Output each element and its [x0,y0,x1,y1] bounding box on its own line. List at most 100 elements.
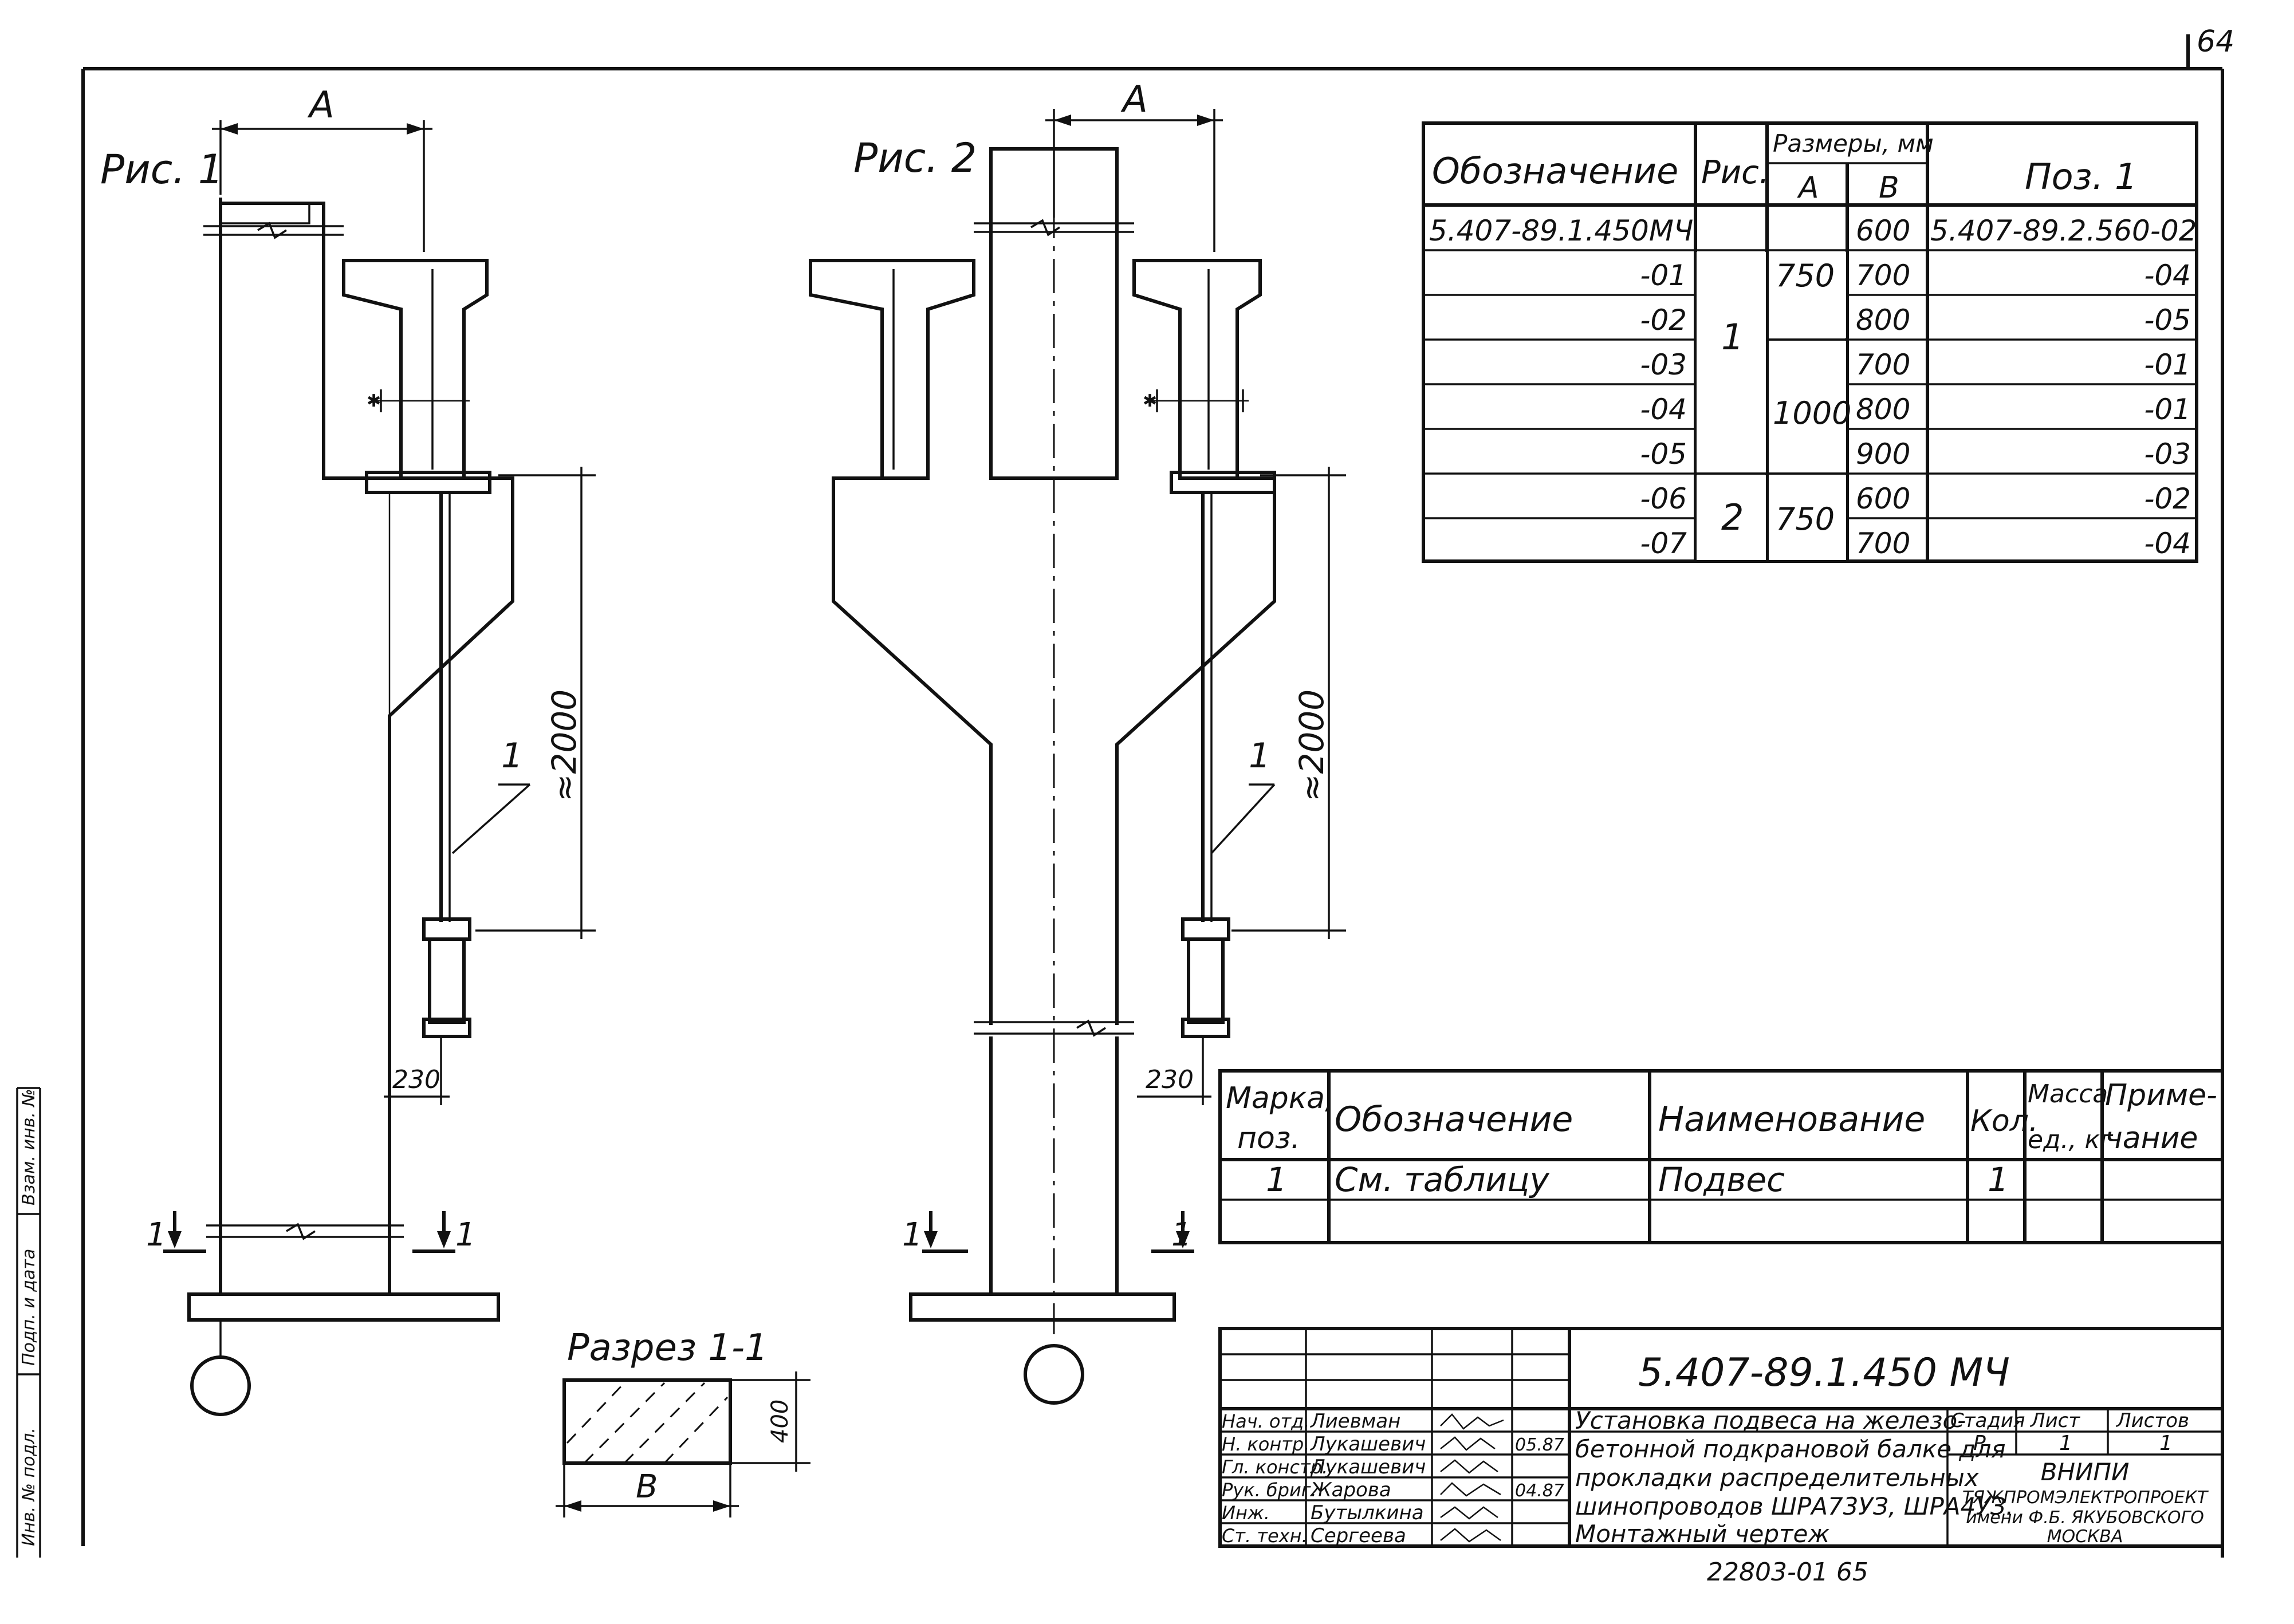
name-5: Бутылкина [1311,1501,1424,1524]
name-4: Жарова [1309,1479,1391,1501]
fig1-title: Рис. 1 [100,146,223,193]
spec-header-mark-2: поз. [1237,1121,1300,1156]
sheets-label: Листов [2115,1409,2189,1432]
spec-header-note-1: Приме- [2105,1078,2217,1113]
size-header-pos: Поз. 1 [2025,156,2137,198]
size-row-pos: -05 [2144,303,2191,337]
role-2: Н. контр. [1222,1433,1309,1455]
sheet-value: 1 [2059,1432,2072,1455]
size-table-row: -05 900 -03 [1640,437,2191,471]
org-line-3: имени Ф.Б. ЯКУБОВСКОГО [1966,1508,2204,1528]
date-2: 04.87 [1515,1481,1564,1501]
size-row-b: 800 [1856,303,1910,337]
size-row-pos: 5.407-89.2.560-02 [1930,214,2197,247]
role-5: Инж. [1222,1502,1270,1524]
fig1-section-left: 1 [146,1216,167,1254]
fig2-callout: 1 [1249,736,1270,776]
role-1: Нач. отд. [1222,1410,1309,1432]
size-row-designation: 5.407-89.1.450МЧ [1429,214,1693,247]
fig1-callout: 1 [501,736,523,776]
size-a-group-1: 750 [1776,258,1835,294]
title-block: 5.407-89.1.450 МЧ Нач. отд. Н. контр. Гл… [1218,1327,2224,1548]
sheets-value: 1 [2159,1432,2173,1455]
size-fig-group-1: 1 [1721,316,1744,358]
spec-row-qty: 1 [1988,1160,2009,1199]
size-table-row: -07 700 -04 [1640,527,2191,560]
title-line-1: Установка подвеса на железо- [1575,1406,1966,1434]
signatures [1440,1413,1504,1543]
size-header-fig: Рис. [1701,154,1769,191]
title-line-4: шинопроводов ШРА73УЗ, ШРА4УЗ. [1575,1492,2013,1520]
side-stamp: Взам. инв. № Подп. и дата Инв. № подл. [16,1087,41,1558]
title-line-5: Монтажный чертеж [1575,1520,1829,1548]
size-row-pos: -04 [2144,259,2191,292]
figure-2: Рис. 2 A ✱ [809,78,1346,1405]
fig1-dim-2000: ≈2000 [545,689,584,802]
size-row-b: 900 [1856,437,1910,471]
size-row-b: 800 [1856,393,1910,426]
size-table-row: -01 700 -04 [1640,259,2191,292]
spec-table: Марка, поз. Обозначение Наименование Кол… [1218,1069,2224,1244]
spec-row-mark: 1 [1266,1160,1287,1199]
svg-text:✱: ✱ [1143,391,1157,411]
spec-header-qty: Кол. [1970,1104,2039,1138]
section-dim-400: 400 [767,1400,793,1443]
role-4: Рук. бриг. [1222,1479,1317,1501]
fig2-section-left: 1 [902,1216,923,1254]
org-line-2: ТЯЖПРОМЭЛЕКТРОПРОЕКТ [1962,1488,2209,1508]
role-3: Гл. констр. [1222,1456,1328,1478]
size-row-b: 600 [1856,482,1910,515]
size-fig-group-2: 2 [1721,496,1744,538]
size-table-row: 5.407-89.1.450МЧ 600 5.407-89.2.560-02 [1429,214,2197,247]
size-a-group-2: 1000 [1773,395,1851,431]
page-number: 64 [2197,25,2234,59]
size-a-group-3: 750 [1776,501,1835,537]
size-row-b: 700 [1856,259,1910,292]
name-2: Лукашевич [1309,1433,1426,1456]
size-row-pos: -03 [2144,437,2191,471]
name-1: Лиевман [1309,1410,1400,1433]
stamp-replace: Взам. инв. № [19,1089,39,1205]
spec-header-mass-2: ед., кг [2028,1125,2114,1154]
name-6: Сергеева [1311,1524,1406,1547]
date-1: 05.87 [1515,1435,1564,1455]
spec-header-designation: Обозначение [1335,1099,1573,1140]
spec-header-mark-1: Марка, [1226,1081,1335,1115]
spec-header-name: Наименование [1658,1099,1925,1140]
fig2-title: Рис. 2 [853,135,977,182]
title-line-3: прокладки распределительных [1575,1464,1980,1492]
fig2-section-right: 1 [1171,1216,1192,1254]
size-header-b: B [1879,171,1899,205]
fig2-dim-a: A [1120,78,1148,121]
size-row-b: 600 [1856,214,1910,247]
fig1-dim-230: 230 [392,1065,440,1094]
sheet-label: Лист [2029,1409,2080,1432]
size-row-designation: -02 [1640,303,1687,337]
role-6: Ст. техн. [1222,1525,1308,1547]
section-dim-b: B [636,1468,658,1505]
size-header-a: A [1797,171,1819,205]
svg-text:✱: ✱ [367,391,381,411]
table-row: 1 См. таблицу Подвес 1 [1266,1160,2009,1199]
size-row-designation: -03 [1640,348,1687,381]
spec-row-name: Подвес [1658,1160,1785,1199]
size-table-row: -04 800 -01 [1640,393,2191,426]
size-row-b: 700 [1856,527,1910,560]
size-row-b: 700 [1856,348,1910,381]
spec-row-designation: См. таблицу [1335,1160,1549,1199]
name-3: Лукашевич [1309,1456,1426,1479]
size-row-pos: -02 [2144,482,2191,515]
section-1-1: Разрез 1-1 400 B [556,1327,810,1517]
size-table: Обозначение Рис. Размеры, мм A B Поз. 1 … [1422,121,2198,563]
fig1-dim-a: A [307,84,335,127]
spec-header-note-2: чание [2105,1121,2198,1156]
sheet-frame: 64 [81,25,2234,1558]
bottom-number: 22803-01 65 [1707,1558,1868,1587]
spec-header-mass-1: Масса [2028,1079,2108,1109]
stage-label: Стадия [1950,1409,2025,1432]
size-table-row: -03 700 -01 [1640,348,2191,381]
size-header-designation: Обозначение [1432,150,1678,192]
size-row-designation: -07 [1640,527,1687,560]
title-line-2: бетонной подкрановой балке для [1575,1435,2006,1463]
